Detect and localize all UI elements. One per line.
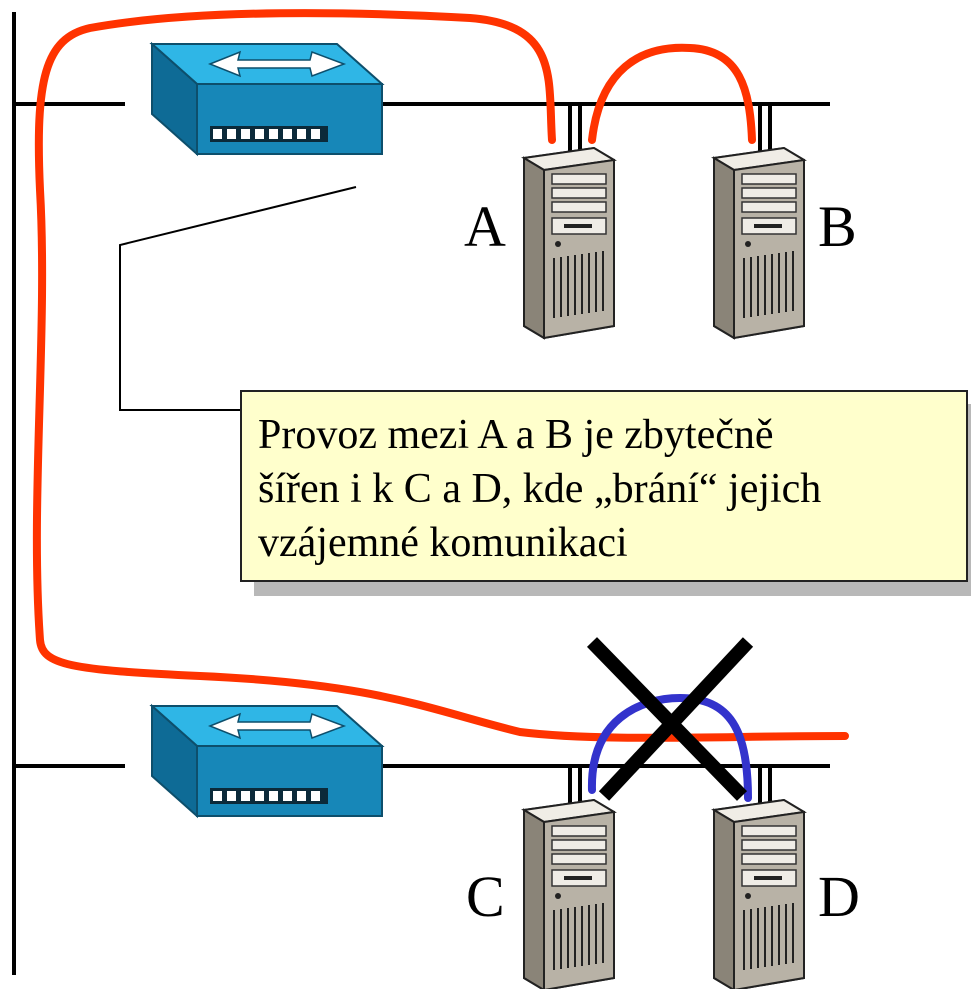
- broadcast-path: [32, 9, 849, 742]
- server-tower-icon: [713, 147, 805, 339]
- server-tower-icon: [523, 799, 615, 989]
- node-label-b: B: [818, 194, 857, 259]
- callout-line: Provoz mezi A a B je zbytečně: [258, 412, 774, 458]
- server-tower-icon: [713, 799, 805, 989]
- network-cables: [12, 12, 830, 975]
- callout-pointer: [119, 186, 357, 411]
- callout-line: šířen i k C a D, kde „brání“ jejich: [258, 466, 822, 512]
- blocked-path: [587, 693, 752, 802]
- switch-icon: [151, 43, 383, 155]
- server-tower-icon: [523, 147, 615, 339]
- node-label-d: D: [818, 864, 860, 929]
- broadcast-path-ab: [588, 43, 756, 144]
- x-cross-icon: [586, 637, 754, 801]
- callout-box: Provoz mezi A a B je zbytečně šířen i k …: [240, 390, 968, 582]
- switch-icon: [151, 705, 383, 817]
- node-label-c: C: [466, 864, 505, 929]
- node-label-a: A: [464, 194, 506, 259]
- callout-text: Provoz mezi A a B je zbytečně šířen i k …: [258, 408, 952, 570]
- callout-line: vzájemné komunikaci: [258, 520, 628, 566]
